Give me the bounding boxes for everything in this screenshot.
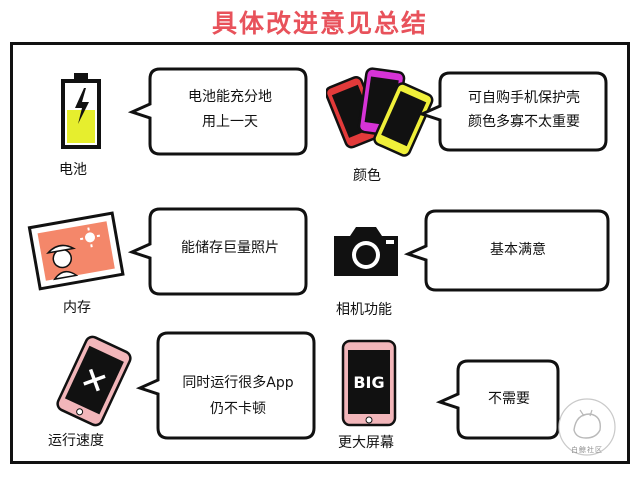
item-label-color: 颜色	[353, 168, 381, 184]
speech-bubble-camera: 基本满意	[403, 208, 610, 294]
big-screen-phone-icon: BIG	[341, 339, 397, 427]
speech-bubble-memory: 能储存巨量照片	[127, 206, 310, 298]
battery-icon	[61, 73, 101, 149]
colored-phones-icon	[326, 67, 434, 157]
page-title: 具体改进意见总结	[211, 9, 428, 38]
bubble-text-speed-2: 仍不卡顿	[210, 401, 266, 417]
bubble-text-screen-1: 不需要	[488, 391, 530, 407]
watermark-text: 白鲸社区	[571, 446, 603, 454]
bubble-text-speed-1: 同时运行很多App	[182, 375, 294, 391]
item-label-speed: 运行速度	[48, 433, 104, 449]
camera-icon	[334, 227, 398, 276]
item-label-screen: 更大屏幕	[338, 435, 394, 451]
bubble-text-color-1: 可自购手机保护壳	[468, 90, 580, 106]
bubble-text-battery-2: 用上一天	[202, 114, 258, 130]
bubble-text-camera-1: 基本满意	[490, 242, 546, 258]
screen-text-big: BIG	[353, 373, 384, 392]
phone-x-icon	[56, 335, 132, 427]
bubble-text-memory-1: 能储存巨量照片	[181, 240, 279, 256]
speech-bubble-color: 可自购手机保护壳 颜色多寡不太重要	[417, 70, 608, 154]
item-label-memory: 内存	[63, 300, 91, 316]
photo-icon	[27, 211, 125, 291]
speech-bubble-screen: 不需要	[435, 358, 560, 442]
watermark-logo	[558, 398, 616, 456]
bubble-text-battery-1: 电池能充分地	[188, 89, 272, 105]
item-label-camera: 相机功能	[336, 302, 392, 318]
bubble-text-color-2: 颜色多寡不太重要	[468, 114, 580, 130]
speech-bubble-battery: 电池能充分地 用上一天	[127, 66, 310, 158]
speech-bubble-speed: 同时运行很多App 仍不卡顿	[135, 330, 318, 442]
item-label-battery: 电池	[59, 162, 87, 178]
